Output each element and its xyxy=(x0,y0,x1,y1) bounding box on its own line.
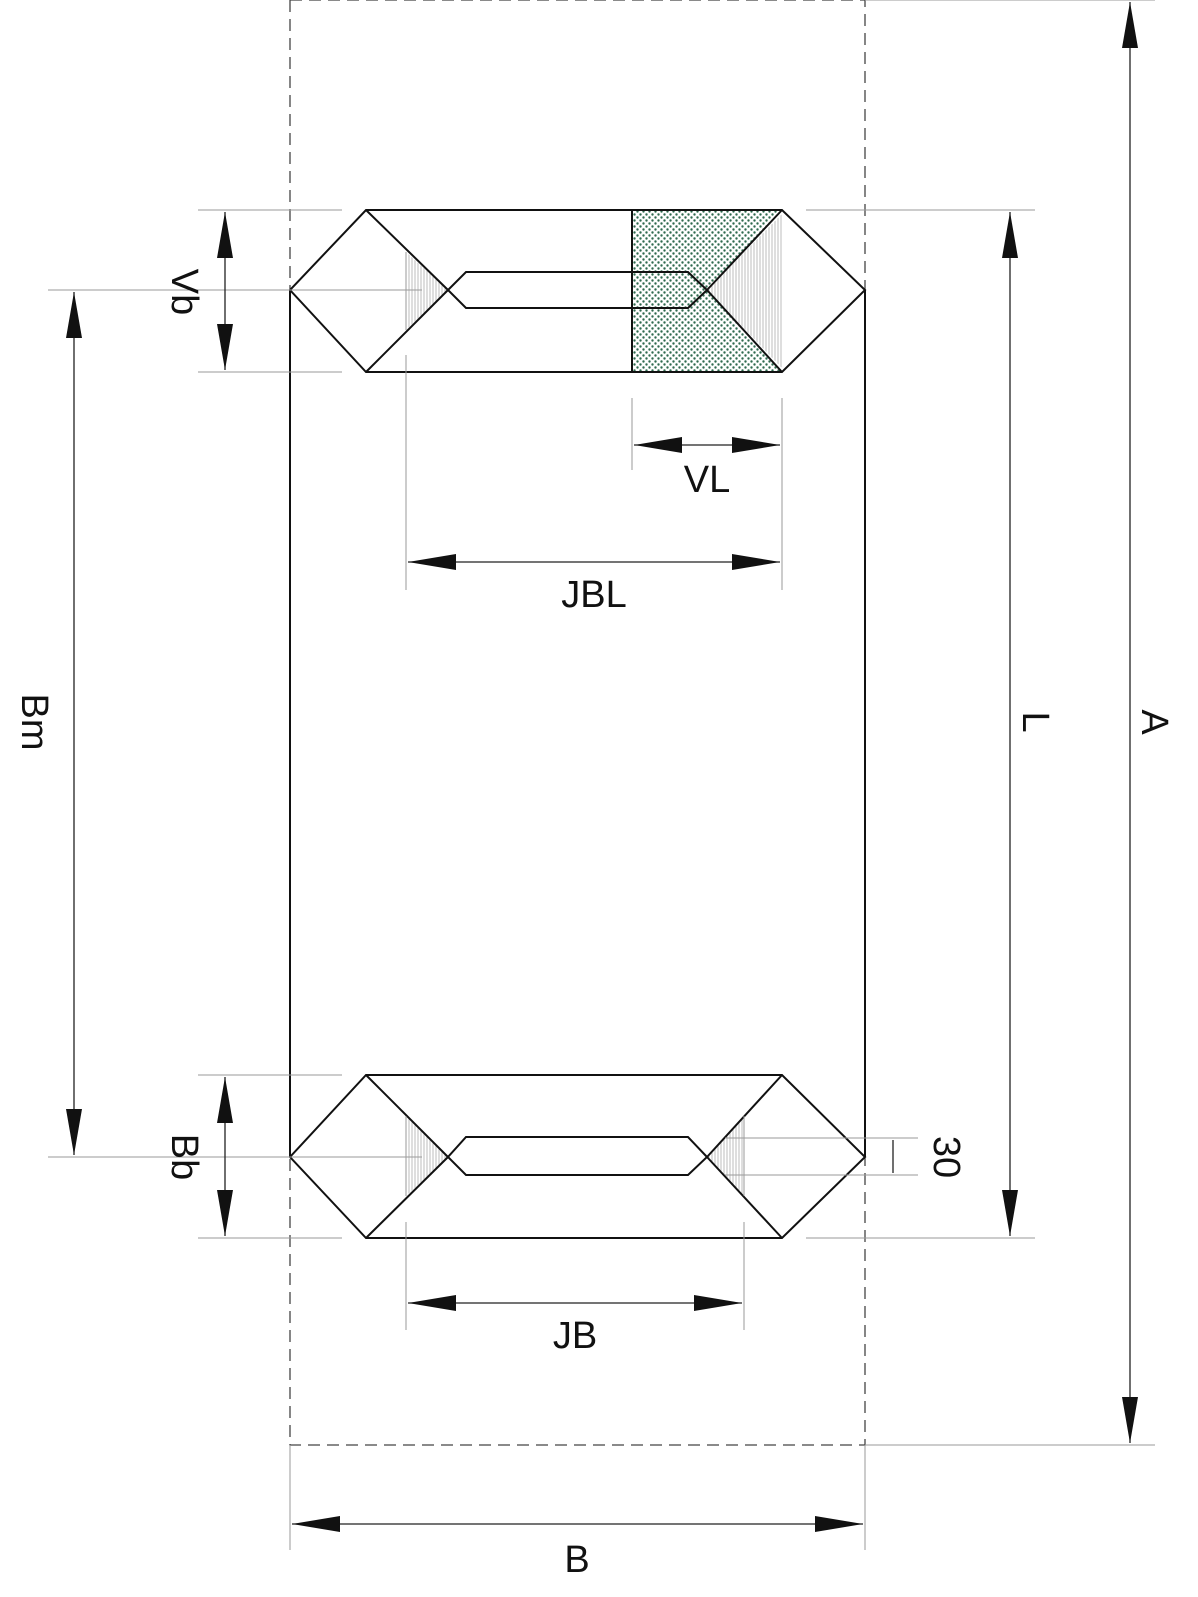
extension-lines xyxy=(48,0,1155,1550)
dim-l xyxy=(1002,212,1018,1236)
dim-b xyxy=(292,1516,863,1532)
label-a: A xyxy=(1133,709,1175,735)
bottom-right-gusset-shade xyxy=(707,1116,744,1196)
dim-bm xyxy=(66,292,82,1155)
dim-vl xyxy=(634,437,780,453)
label-bm: Bm xyxy=(13,694,55,751)
top-spout xyxy=(288,209,867,373)
label-jb: JB xyxy=(553,1315,597,1357)
dim-jb xyxy=(408,1295,742,1311)
label-jbl: JBL xyxy=(561,574,626,616)
label-b: B xyxy=(564,1539,589,1581)
dim-a xyxy=(1122,2,1138,1443)
bottom-left-gusset-shade xyxy=(406,1116,448,1196)
label-bb: Bb xyxy=(163,1134,205,1180)
label-vl: VL xyxy=(684,459,730,501)
bottom-inner-slot xyxy=(446,1136,709,1176)
label-30: 30 xyxy=(925,1136,967,1178)
top-right-gusset-shade xyxy=(707,214,782,368)
label-l: L xyxy=(1014,711,1056,732)
bag-body-outline xyxy=(289,290,866,1157)
dim-jbl xyxy=(408,554,780,570)
label-vb: Vb xyxy=(163,269,205,315)
dim-bb xyxy=(217,1077,233,1236)
top-inner-slot xyxy=(446,271,709,309)
top-left-gusset-shade xyxy=(406,252,448,330)
dim-vb xyxy=(217,212,233,370)
